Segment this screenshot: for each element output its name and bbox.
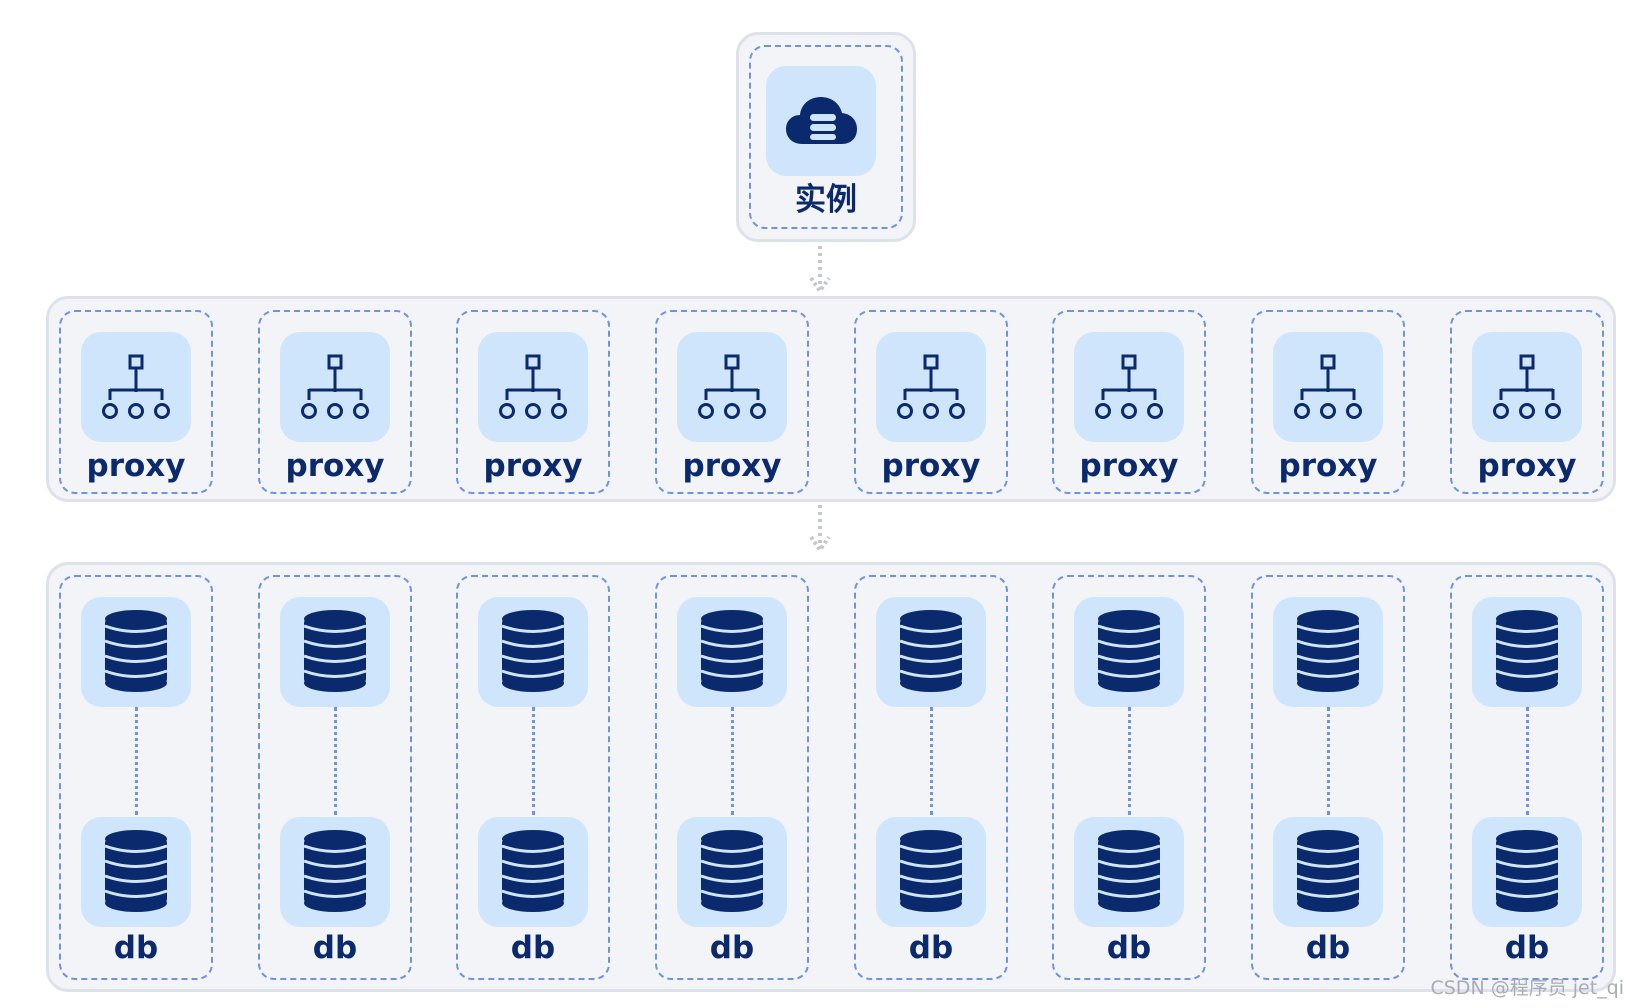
instance-tile bbox=[766, 66, 876, 176]
database-icon bbox=[700, 830, 764, 912]
replication-link bbox=[731, 707, 734, 815]
database-icon bbox=[700, 610, 764, 692]
replication-link bbox=[930, 707, 933, 815]
proxy-label: proxy bbox=[1079, 448, 1179, 484]
hierarchy-icon bbox=[698, 354, 766, 419]
db-replica-tile bbox=[1472, 817, 1582, 927]
db-node-group bbox=[655, 575, 809, 980]
db-replica-tile bbox=[1273, 817, 1383, 927]
database-icon bbox=[1495, 610, 1559, 692]
proxy-label: proxy bbox=[1278, 448, 1378, 484]
database-icon bbox=[501, 830, 565, 912]
proxy-label: proxy bbox=[285, 448, 385, 484]
proxy-tile bbox=[1472, 332, 1582, 442]
hierarchy-icon bbox=[1294, 354, 1362, 419]
proxy-label: proxy bbox=[1477, 448, 1577, 484]
database-icon bbox=[1495, 830, 1559, 912]
replication-link bbox=[135, 707, 138, 815]
db-node-group bbox=[59, 575, 213, 980]
db-primary-tile bbox=[677, 597, 787, 707]
proxy-node bbox=[1450, 310, 1604, 494]
instance-to-proxy-connector bbox=[809, 246, 831, 295]
cloud-database-icon bbox=[786, 97, 857, 144]
db-replica-tile bbox=[677, 817, 787, 927]
replication-link bbox=[1526, 707, 1529, 815]
db-replica-tile bbox=[876, 817, 986, 927]
hierarchy-icon bbox=[1095, 354, 1163, 419]
database-icon bbox=[1097, 610, 1161, 692]
db-label: db bbox=[709, 930, 755, 966]
db-label: db bbox=[1504, 930, 1550, 966]
database-icon bbox=[104, 830, 168, 912]
replication-link bbox=[334, 707, 337, 815]
hierarchy-icon bbox=[1493, 354, 1561, 419]
db-primary-tile bbox=[81, 597, 191, 707]
proxy-node bbox=[655, 310, 809, 494]
database-icon bbox=[1296, 610, 1360, 692]
db-label: db bbox=[1106, 930, 1152, 966]
db-label: db bbox=[510, 930, 556, 966]
db-primary-tile bbox=[1273, 597, 1383, 707]
db-label: db bbox=[312, 930, 358, 966]
db-label: db bbox=[1305, 930, 1351, 966]
proxy-tile bbox=[81, 332, 191, 442]
database-icon bbox=[501, 610, 565, 692]
proxy-tile bbox=[1273, 332, 1383, 442]
db-primary-tile bbox=[876, 597, 986, 707]
database-icon bbox=[1296, 830, 1360, 912]
replication-link bbox=[1128, 707, 1131, 815]
db-primary-tile bbox=[478, 597, 588, 707]
db-primary-tile bbox=[280, 597, 390, 707]
db-primary-tile bbox=[1074, 597, 1184, 707]
proxy-label: proxy bbox=[682, 448, 782, 484]
db-label: db bbox=[113, 930, 159, 966]
database-icon bbox=[303, 830, 367, 912]
proxy-to-db-connector bbox=[809, 505, 831, 554]
db-primary-tile bbox=[1472, 597, 1582, 707]
replication-link bbox=[1327, 707, 1330, 815]
hierarchy-icon bbox=[897, 354, 965, 419]
proxy-tile bbox=[478, 332, 588, 442]
instance-box bbox=[749, 45, 903, 229]
db-node-group bbox=[1052, 575, 1206, 980]
hierarchy-icon bbox=[499, 354, 567, 419]
db-node-group bbox=[1251, 575, 1405, 980]
database-icon bbox=[899, 830, 963, 912]
proxy-tile bbox=[677, 332, 787, 442]
db-node-group bbox=[1450, 575, 1604, 980]
replication-link bbox=[532, 707, 535, 815]
db-replica-tile bbox=[1074, 817, 1184, 927]
db-replica-tile bbox=[280, 817, 390, 927]
proxy-node bbox=[456, 310, 610, 494]
proxy-tile bbox=[280, 332, 390, 442]
proxy-label: proxy bbox=[86, 448, 186, 484]
proxy-node bbox=[854, 310, 1008, 494]
proxy-label: proxy bbox=[483, 448, 583, 484]
hierarchy-icon bbox=[301, 354, 369, 419]
proxy-node bbox=[1052, 310, 1206, 494]
proxy-node bbox=[59, 310, 213, 494]
watermark: CSDN @程序员 jet_qi bbox=[1430, 977, 1624, 999]
db-node-group bbox=[456, 575, 610, 980]
proxy-label: proxy bbox=[881, 448, 981, 484]
database-icon bbox=[899, 610, 963, 692]
hierarchy-icon bbox=[102, 354, 170, 419]
db-node-group bbox=[258, 575, 412, 980]
database-icon bbox=[1097, 830, 1161, 912]
db-label: db bbox=[908, 930, 954, 966]
db-replica-tile bbox=[81, 817, 191, 927]
proxy-tile bbox=[1074, 332, 1184, 442]
db-node-group bbox=[854, 575, 1008, 980]
database-icon bbox=[303, 610, 367, 692]
proxy-node bbox=[258, 310, 412, 494]
db-replica-tile bbox=[478, 817, 588, 927]
proxy-tile bbox=[876, 332, 986, 442]
instance-label: 实例 bbox=[795, 182, 857, 218]
proxy-node bbox=[1251, 310, 1405, 494]
database-icon bbox=[104, 610, 168, 692]
